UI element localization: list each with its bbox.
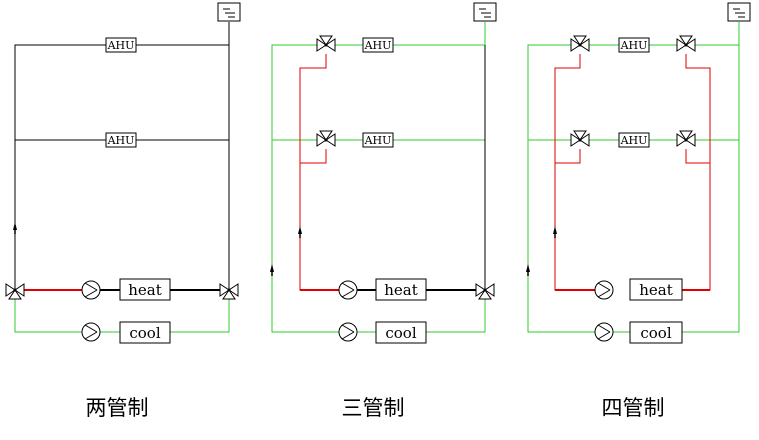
- caption-three-pipe: 三管制: [341, 396, 405, 420]
- pump-icon: [338, 280, 358, 300]
- cool-label: cool: [129, 324, 160, 342]
- flow-arrow-icon: [525, 263, 531, 277]
- heat-label: heat: [384, 281, 418, 299]
- pump-icon: [338, 322, 358, 342]
- three-way-valve-icon: [676, 130, 696, 147]
- pump-icon: [81, 322, 101, 342]
- three-way-valve-icon: [570, 35, 590, 52]
- caption-two-pipe: 两管制: [85, 396, 149, 420]
- ahu-box: [618, 37, 650, 53]
- heat-box: [375, 278, 427, 301]
- cool-box: [629, 321, 683, 344]
- ahu-box: [105, 37, 137, 53]
- heat-box: [119, 278, 171, 301]
- pump-icon: [594, 280, 614, 300]
- three-way-valve-icon: [570, 130, 590, 147]
- ahu-label: AHU: [107, 134, 135, 147]
- three-way-valve-icon: [316, 35, 336, 52]
- heat-label: heat: [639, 281, 673, 299]
- flow-arrow-icon: [297, 225, 303, 239]
- ahu-label: AHU: [364, 39, 392, 52]
- pump-icon: [81, 280, 101, 300]
- cool-box: [119, 321, 171, 344]
- ahu-label: AHU: [364, 134, 392, 147]
- three-pipe-system: AHU AHU heat cool: [269, 2, 497, 344]
- ahu-label: AHU: [107, 39, 135, 52]
- cool-box: [375, 321, 427, 344]
- flow-arrow-icon: [552, 225, 558, 239]
- caption-four-pipe: 四管制: [601, 396, 665, 420]
- ahu-box: [105, 132, 137, 148]
- four-pipe-system: AHU AHU heat cool: [525, 2, 751, 344]
- expansion-tank-icon: [473, 2, 497, 22]
- heat-label: heat: [128, 281, 162, 299]
- ahu-label: AHU: [620, 134, 648, 147]
- heat-box: [629, 278, 683, 301]
- expansion-tank-icon: [217, 2, 241, 22]
- two-pipe-system: AHU AHU heat cool: [5, 2, 241, 344]
- three-way-valve-icon: [316, 130, 336, 147]
- pump-icon: [594, 322, 614, 342]
- flow-arrow-icon: [12, 221, 18, 235]
- three-way-valve-icon: [676, 35, 696, 52]
- cool-label: cool: [640, 324, 671, 342]
- cool-label: cool: [385, 324, 416, 342]
- ahu-box: [618, 132, 650, 148]
- ahu-box: [362, 37, 394, 53]
- ahu-label: AHU: [620, 39, 648, 52]
- expansion-tank-icon: [727, 2, 751, 22]
- ahu-box: [362, 132, 394, 148]
- flow-arrow-icon: [269, 263, 275, 277]
